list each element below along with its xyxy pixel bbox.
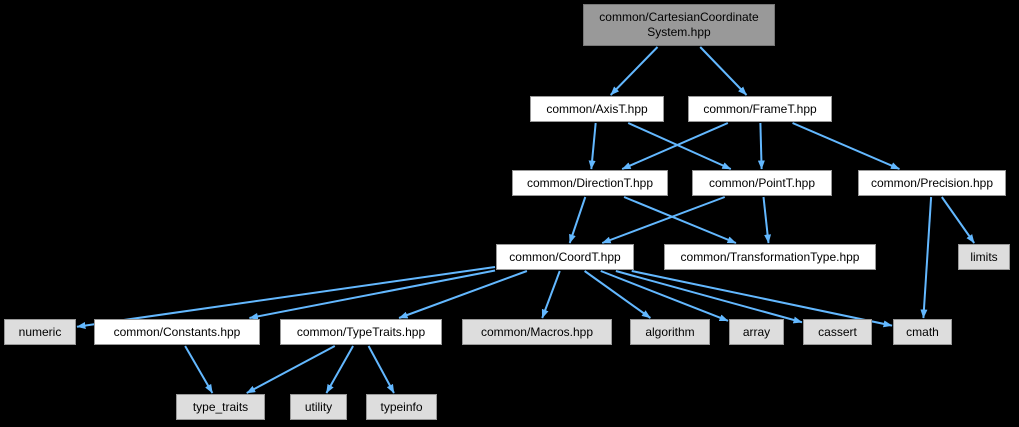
graph-edge-coordt-to-typetraits [398,270,528,319]
graph-node-directiont[interactable]: common/DirectionT.hpp [512,170,668,196]
graph-edge-root-to-framet [699,46,748,96]
graph-node-typeinfo[interactable]: typeinfo [366,394,437,420]
graph-edge-coordt-to-macros [541,270,561,319]
graph-edge-framet-to-pointt [757,122,765,170]
graph-edge-typetraits-to-typeinfo [367,345,395,394]
graph-node-typetraits[interactable]: common/TypeTraits.hpp [280,319,442,345]
graph-node-typetraits_sys[interactable]: type_traits [176,394,265,420]
graph-node-array[interactable]: array [729,319,784,345]
graph-node-constants[interactable]: common/Constants.hpp [94,319,260,345]
graph-node-limits[interactable]: limits [958,244,1010,270]
graph-edge-coordt-to-array [600,270,729,322]
graph-node-macros[interactable]: common/Macros.hpp [462,319,612,345]
graph-edge-coordt-to-constants [248,269,496,320]
graph-edge-root-to-axist [609,46,659,96]
graph-node-algorithm[interactable]: algorithm [630,319,710,345]
graph-edge-framet-to-directiont [621,122,729,170]
graph-node-utility[interactable]: utility [290,394,347,420]
graph-edge-directiont-to-coordt [568,196,587,244]
graph-node-numeric[interactable]: numeric [4,319,76,345]
graph-edge-framet-to-precision [792,122,900,170]
graph-node-coordt[interactable]: common/CoordT.hpp [496,244,634,270]
graph-edge-axist-to-pointt [627,122,732,170]
graph-edge-constants-to-typetraits_sys [184,345,214,394]
graph-node-root[interactable]: common/CartesianCoordinate System.hpp [583,4,775,46]
graph-edge-typetraits-to-utility [325,345,354,394]
graph-node-framet[interactable]: common/FrameT.hpp [688,96,832,122]
graph-edge-precision-to-limits [941,196,975,244]
graph-node-transtype[interactable]: common/TransformationType.hpp [664,244,876,270]
graph-edge-precision-to-cmath [920,196,933,319]
graph-node-pointt[interactable]: common/PointT.hpp [692,170,832,196]
graph-node-cmath[interactable]: cmath [893,319,952,345]
graph-edge-axist-to-directiont [588,122,597,170]
graph-edge-coordt-to-cassert [615,270,803,324]
graph-edge-pointt-to-transtype [762,196,772,244]
graph-node-cassert[interactable]: cassert [803,319,872,345]
graph-node-precision[interactable]: common/Precision.hpp [858,170,1006,196]
graph-edge-coordt-to-cmath [631,270,893,328]
graph-edge-typetraits-to-typetraits_sys [246,345,336,394]
graph-node-axist[interactable]: common/AxisT.hpp [530,96,664,122]
graph-edge-coordt-to-numeric [76,266,496,329]
graph-edge-pointt-to-coordt [601,196,726,244]
graph-edge-coordt-to-algorithm [584,270,651,319]
graph-edge-directiont-to-transtype [623,196,737,244]
